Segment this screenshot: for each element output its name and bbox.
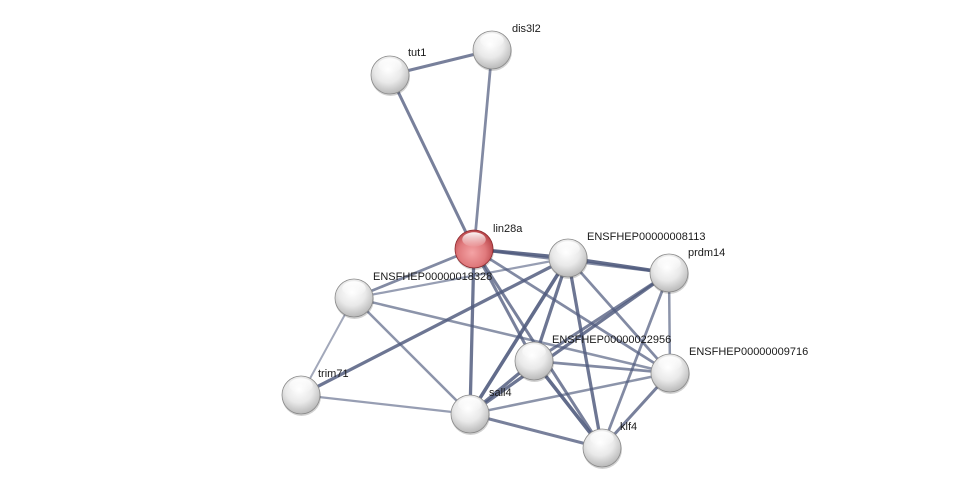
edge-ENSFHEP00000018328-ENSFHEP00000008113[interactable] xyxy=(352,256,570,300)
edge-ENSFHEP00000018328-ENSFHEP00000009716[interactable] xyxy=(352,296,672,375)
edge-ENSFHEP00000022956-ENSFHEP00000009716[interactable] xyxy=(532,359,672,375)
edge-ENSFHEP00000008113-klf4[interactable] xyxy=(566,256,604,450)
node-highlight xyxy=(342,281,366,296)
nodes-layer xyxy=(281,30,690,469)
edge-dis3l2-lin28a[interactable] xyxy=(472,48,494,251)
edge-lin28a-ENSFHEP00000018328[interactable] xyxy=(352,247,476,300)
node-highlight xyxy=(522,344,546,359)
node-ENSFHEP00000022956[interactable] xyxy=(514,341,554,382)
node-label-klf4: klf4 xyxy=(620,421,637,433)
node-label-ENSFHEP00000009716: ENSFHEP00000009716 xyxy=(689,346,808,358)
node-sall4[interactable] xyxy=(450,394,490,435)
node-highlight xyxy=(462,232,486,247)
node-highlight xyxy=(289,378,313,393)
edge-trim71-sall4[interactable] xyxy=(299,393,472,416)
edge-sall4-klf4[interactable] xyxy=(468,412,604,450)
node-label-ENSFHEP00000008113: ENSFHEP00000008113 xyxy=(587,231,705,243)
node-highlight xyxy=(480,33,504,48)
node-highlight xyxy=(378,58,402,73)
node-label-ENSFHEP00000022956: ENSFHEP00000022956 xyxy=(552,334,671,346)
node-dis3l2[interactable] xyxy=(472,30,512,71)
node-klf4[interactable] xyxy=(582,428,622,469)
edge-tut1-lin28a[interactable] xyxy=(388,73,476,251)
node-label-ENSFHEP00000018328: ENSFHEP00000018328 xyxy=(373,271,492,283)
node-label-sall4: sall4 xyxy=(489,387,512,399)
node-prdm14[interactable] xyxy=(649,253,689,294)
node-tut1[interactable] xyxy=(370,55,410,96)
node-label-trim71: trim71 xyxy=(318,368,349,380)
node-trim71[interactable] xyxy=(281,375,321,416)
node-lin28a[interactable] xyxy=(454,229,494,270)
node-highlight xyxy=(657,256,681,271)
node-highlight xyxy=(590,431,614,446)
edge-trim71-ENSFHEP00000008113[interactable] xyxy=(299,256,570,397)
node-label-lin28a: lin28a xyxy=(493,223,523,235)
edge-ENSFHEP00000018328-sall4[interactable] xyxy=(352,296,472,416)
edge-sall4-ENSFHEP00000009716[interactable] xyxy=(468,371,672,416)
edge-ENSFHEP00000008113-sall4[interactable] xyxy=(468,256,570,416)
node-label-prdm14: prdm14 xyxy=(688,247,725,259)
edge-prdm14-klf4[interactable] xyxy=(600,271,671,450)
node-highlight xyxy=(556,241,580,256)
edge-lin28a-ENSFHEP00000022956[interactable] xyxy=(472,247,536,363)
edge-prdm14-sall4[interactable] xyxy=(468,271,671,416)
node-ENSFHEP00000009716[interactable] xyxy=(650,353,690,394)
node-highlight xyxy=(458,397,482,412)
node-highlight xyxy=(658,356,682,371)
node-ENSFHEP00000018328[interactable] xyxy=(334,278,374,319)
node-label-tut1: tut1 xyxy=(408,47,426,59)
node-ENSFHEP00000008113[interactable] xyxy=(548,238,588,279)
node-label-dis3l2: dis3l2 xyxy=(512,23,541,35)
edge-ENSFHEP00000008113-ENSFHEP00000009716[interactable] xyxy=(566,256,672,375)
